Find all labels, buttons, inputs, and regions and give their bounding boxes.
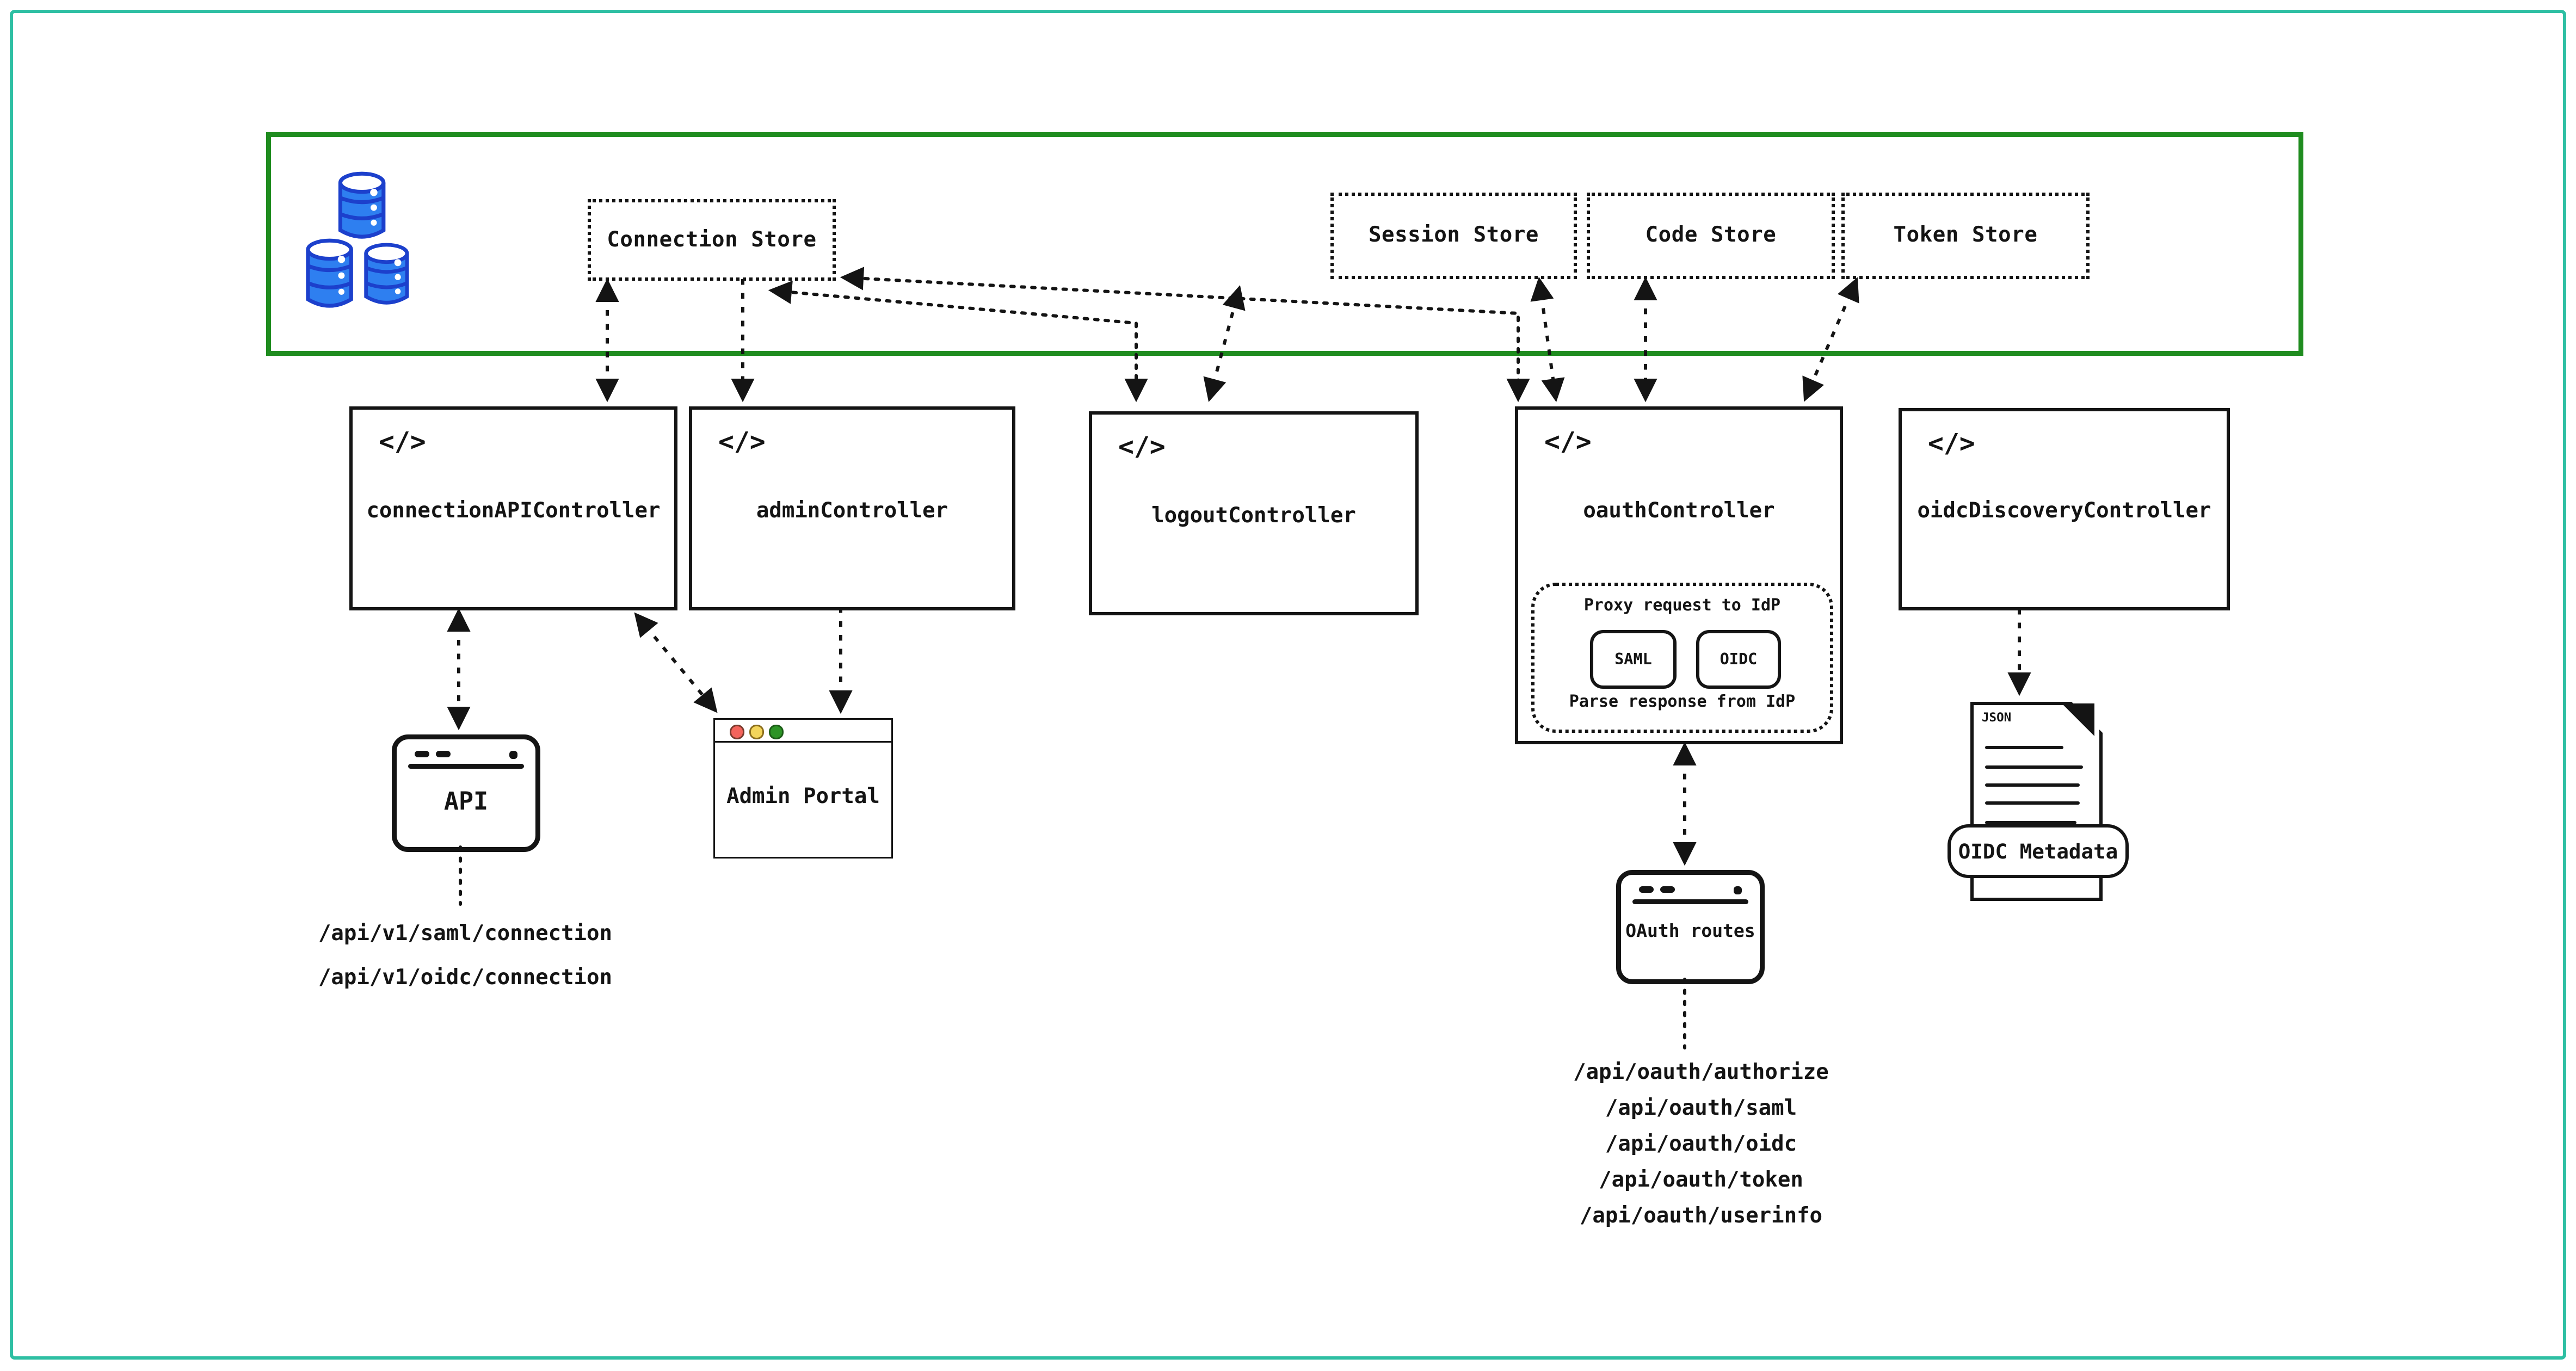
code-icon: </> (379, 426, 426, 457)
oidc-discovery-controller-label: oidcDiscoveryController (1917, 499, 2211, 524)
route-item: /api/oauth/userinfo (1579, 1205, 1823, 1229)
json-file-type-label: JSON (1982, 710, 2012, 725)
session-store-box: Session Store (1330, 193, 1577, 279)
code-icon: </> (1118, 431, 1166, 462)
proxy-request-note: Proxy request to IdP (1583, 597, 1781, 615)
route-item: /api/v1/saml/connection (318, 922, 612, 947)
admin-portal-titlebar (715, 720, 891, 743)
oidc-metadata-banner: OIDC Metadata (1948, 824, 2129, 878)
logout-controller-label: logoutController (1151, 504, 1356, 529)
oauth-controller-label: oauthController (1583, 499, 1775, 524)
arrow-connstore-logout (768, 280, 1148, 403)
database-icon (306, 171, 409, 308)
arrow-tokenstore-oauth (1802, 277, 1859, 402)
route-item: /api/v1/oidc/connection (318, 966, 612, 991)
code-icon: </> (1544, 426, 1592, 457)
window-dash-icon (415, 751, 429, 757)
outer-frame (10, 10, 2566, 1360)
api-client-box: API (392, 734, 540, 852)
route-item: /api/oauth/oidc (1605, 1133, 1797, 1157)
oidc-discovery-controller-box: </> oidcDiscoveryController (1899, 408, 2230, 610)
code-store-box: Code Store (1587, 193, 1835, 279)
window-dot-icon (509, 750, 517, 758)
minimize-traffic-light-icon (749, 725, 763, 739)
logout-controller-box: </> logoutController (1089, 411, 1419, 615)
route-item: /api/oauth/authorize (1573, 1061, 1829, 1085)
connection-api-routes: /api/v1/saml/connection /api/v1/oidc/con… (286, 912, 645, 1001)
admin-controller-label: adminController (756, 499, 948, 524)
doc-text-line (1985, 746, 2063, 749)
connection-store-label: Connection Store (607, 227, 817, 252)
oidc-protocol-box: OIDC (1696, 630, 1781, 689)
window-dot-icon (1734, 885, 1742, 894)
oauth-routes-label: OAuth routes (1625, 921, 1755, 942)
arrow-logout-sessionstore (1203, 285, 1246, 402)
idp-proxy-box: Proxy request to IdP SAML OIDC Parse res… (1531, 583, 1833, 733)
token-store-label: Token Store (1893, 224, 2038, 248)
window-dash-icon (1639, 886, 1654, 893)
connection-api-controller-box: </> connectionAPIController (349, 406, 677, 610)
window-bar-divider (408, 764, 524, 769)
saml-label: SAML (1614, 650, 1652, 669)
oauth-routes-client-box: OAuth routes (1616, 870, 1765, 984)
code-icon: </> (718, 426, 766, 457)
doc-text-line (1985, 801, 2080, 805)
api-label: API (443, 787, 489, 816)
page-fold-icon (2062, 703, 2094, 736)
code-icon: </> (1928, 428, 1975, 459)
admin-portal-label: Admin Portal (726, 785, 880, 810)
admin-portal-window: Admin Portal (713, 718, 893, 859)
window-dash-icon (1660, 886, 1675, 893)
parse-response-note: Parse response from IdP (1569, 694, 1796, 712)
admin-controller-box: </> adminController (689, 406, 1015, 610)
saml-protocol-box: SAML (1590, 630, 1677, 689)
arrow-connstore-oauth (840, 267, 1530, 403)
close-traffic-light-icon (730, 725, 744, 739)
route-item: /api/oauth/saml (1605, 1097, 1797, 1121)
window-bar-divider (1632, 899, 1748, 904)
route-item: /api/oauth/token (1599, 1169, 1803, 1193)
window-dash-icon (436, 751, 451, 757)
doc-text-line (1985, 821, 2076, 824)
oauth-route-list: /api/oauth/authorize /api/oauth/saml /ap… (1521, 1056, 1881, 1236)
oauth-controller-box: </> oauthController Proxy request to IdP… (1515, 406, 1843, 744)
connection-store-box: Connection Store (588, 199, 836, 281)
arrow-sessionstore-oauth (1530, 276, 1565, 403)
doc-text-line (1985, 783, 2080, 787)
maximize-traffic-light-icon (769, 725, 783, 739)
code-store-label: Code Store (1645, 224, 1777, 248)
connection-api-controller-label: connectionAPIController (366, 499, 661, 524)
oidc-label: OIDC (1720, 650, 1758, 669)
session-store-label: Session Store (1368, 224, 1539, 248)
doc-text-line (1985, 765, 2083, 769)
arrow-connapi-adminportal (634, 612, 718, 713)
oidc-metadata-label: OIDC Metadata (1958, 839, 2118, 863)
token-store-box: Token Store (1841, 193, 2090, 279)
